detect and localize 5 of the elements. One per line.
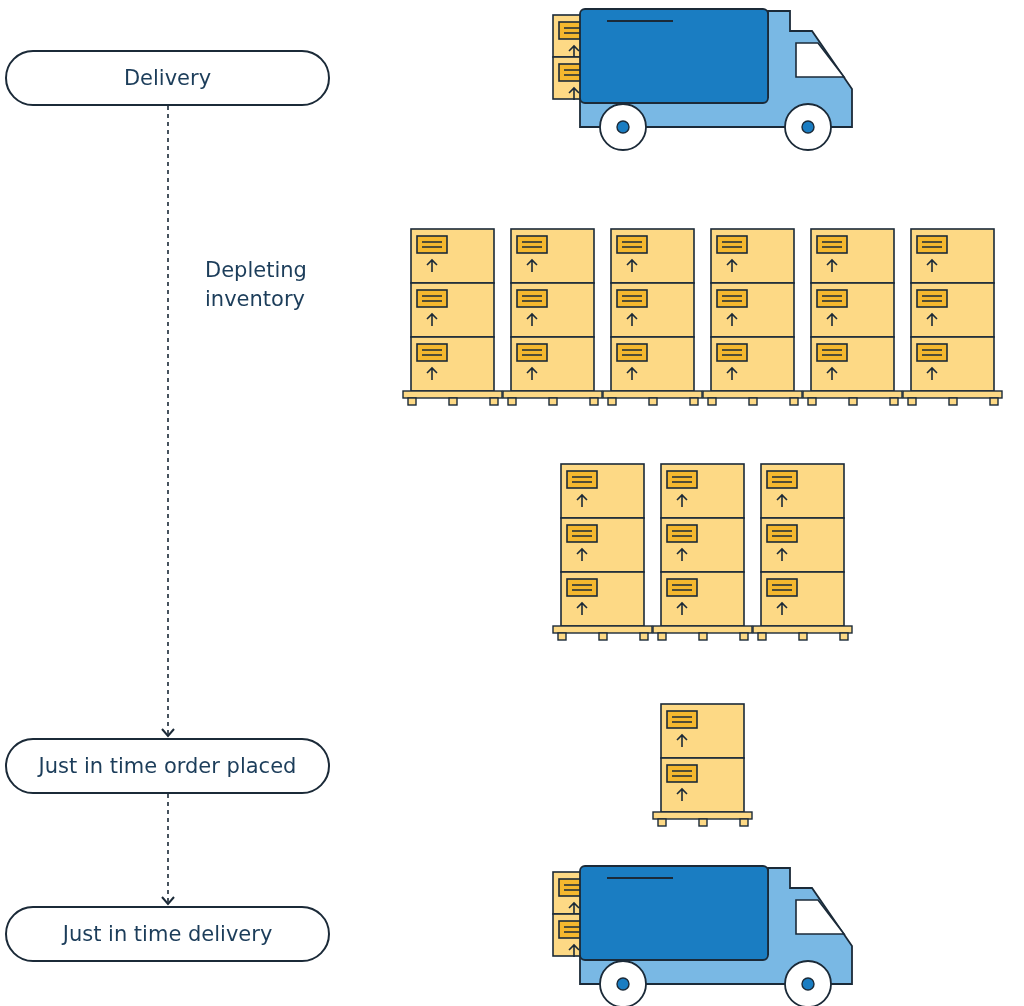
- arrow: [161, 105, 175, 737]
- stage-pill: Delivery: [5, 50, 330, 106]
- stage-pill: Just in time delivery: [5, 906, 330, 962]
- arrow: [161, 793, 175, 905]
- stage-pill: Just in time order placed: [5, 738, 330, 794]
